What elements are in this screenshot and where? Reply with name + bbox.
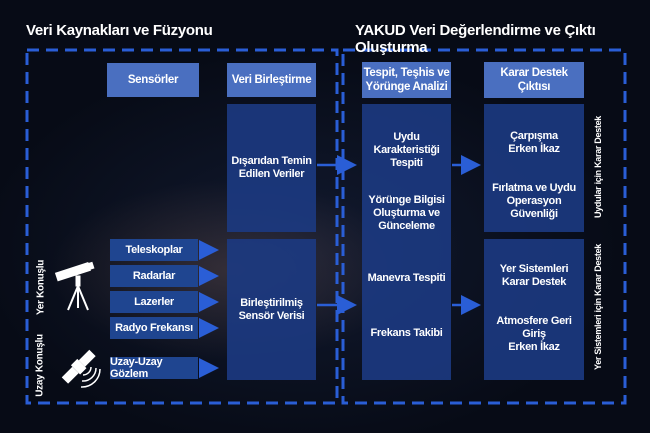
frequency-tracking: Frekans Takibi — [370, 327, 443, 339]
right-dashed-frame — [341, 48, 627, 405]
left-dashed-frame — [25, 48, 339, 405]
ground-decision-box: Yer Sistemleri Karar Destek Atmosfere Ge… — [484, 239, 584, 380]
orbit-info-generation: Yörünge Bilgisi Oluşturma ve Günceleme — [368, 194, 445, 232]
sensor-lasers: Lazerler — [110, 291, 198, 313]
collision-early-warning: Çarpışma Erken İkaz — [508, 130, 560, 155]
satellite-characterization: Uydu Karakteristiği Tespiti — [373, 131, 440, 169]
sensor-space-to-space: Uzay-Uzay Gözlem — [110, 356, 198, 380]
external-data-label: Dışarıdan Temin Edilen Veriler — [231, 155, 312, 180]
left-section-title: Veri Kaynakları ve Füzyonu — [26, 22, 213, 39]
header-output: Karar Destek Çıktısı — [484, 62, 584, 98]
reentry-early-warning: Atmosfere Geri Giriş Erken İkaz — [496, 315, 572, 353]
right-section-title: YAKUD Veri Değerlendirme ve Çıktı Oluştu… — [355, 22, 596, 56]
sensor-radars: Radarlar — [110, 265, 198, 287]
satellite-decision-box: Çarpışma Erken İkaz Fırlatma ve Uydu Ope… — [484, 104, 584, 232]
combined-sensor-data-box: Birleştirilmiş Sensör Verisi — [227, 239, 316, 380]
telescope-icon — [54, 261, 95, 311]
header-analysis: Tespit, Teşhis ve Yörünge Analizi — [362, 62, 451, 98]
satellite-icon — [61, 349, 101, 388]
external-data-box: Dışarıdan Temin Edilen Veriler — [227, 104, 316, 232]
ground-systems-decision-support: Yer Sistemleri Karar Destek — [499, 263, 569, 288]
launch-operation-safety: Fırlatma ve Uydu Operasyon Güvenliği — [492, 182, 576, 220]
header-fusion: Veri Birleştirme — [227, 63, 316, 97]
header-sensors: Sensörler — [107, 63, 199, 97]
analysis-column: Uydu Karakteristiği Tespiti Yörünge Bilg… — [362, 104, 451, 380]
combined-sensor-data-label: Birleştirilmiş Sensör Verisi — [238, 296, 305, 322]
sensor-telescopes: Teleskoplar — [110, 239, 198, 261]
sensor-radio-frequency: Radyo Frekansı — [110, 317, 198, 339]
maneuver-detection: Manevra Tespiti — [367, 272, 446, 284]
